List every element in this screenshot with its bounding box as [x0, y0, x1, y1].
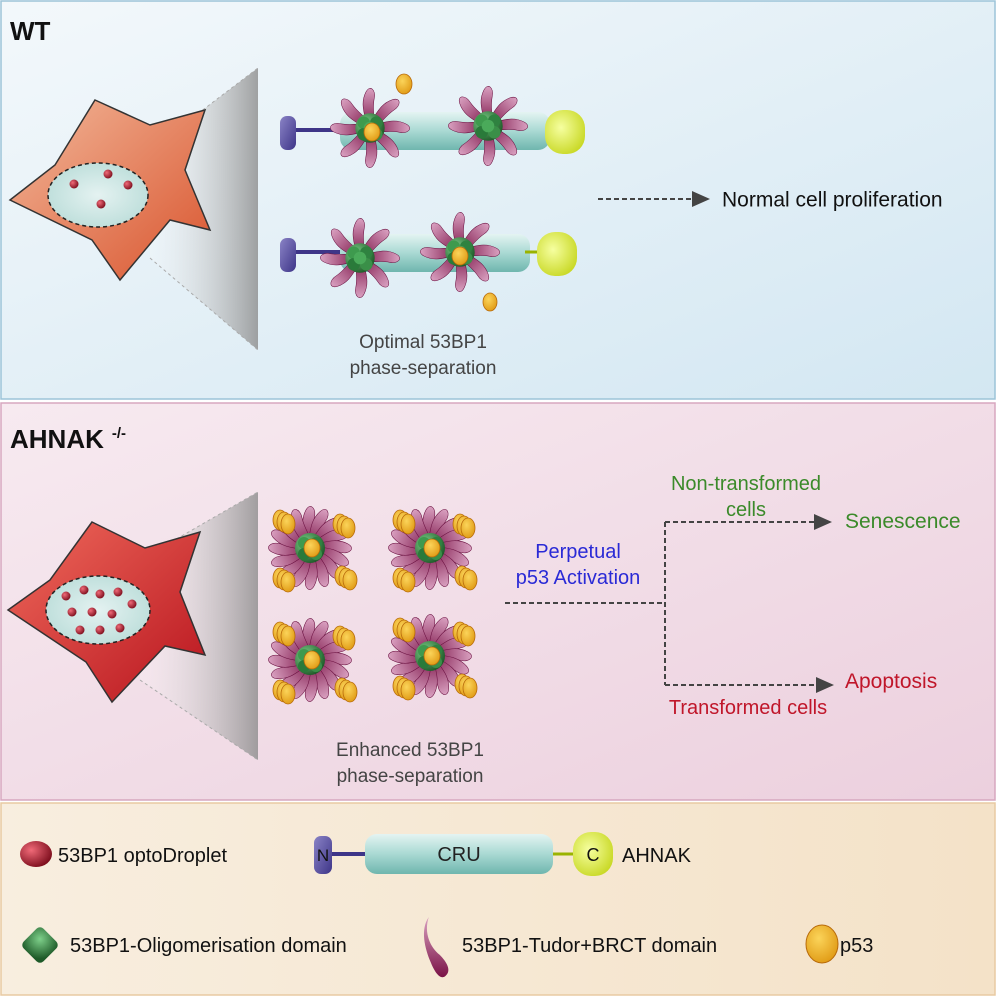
legend-cru: CRU — [437, 844, 480, 866]
apoptosis-outcome: Apoptosis — [845, 670, 937, 693]
legend-oligomerisation: 53BP1-Oligomerisation domain — [70, 935, 347, 957]
c-terminus-icon — [537, 232, 577, 276]
wt-cell — [8, 67, 259, 351]
wt-caption-line1: Optimal 53BP1 — [359, 332, 487, 353]
cru-legend-icon — [365, 834, 553, 874]
non-transformed-line2: cells — [726, 499, 766, 521]
droplet — [96, 199, 106, 209]
wt-outcome: Normal cell proliferation — [722, 189, 943, 212]
c-terminus-legend-icon — [573, 832, 613, 876]
oligomerisation-legend-icon — [22, 927, 58, 963]
transformed-cells-label: Transformed cells — [669, 697, 827, 719]
ko-branch-arrows — [505, 514, 834, 693]
senescence-outcome: Senescence — [845, 510, 961, 533]
droplet — [69, 179, 79, 189]
legend-p53: p53 — [840, 935, 873, 957]
ko-cell — [6, 491, 259, 761]
c-terminus-icon — [545, 110, 585, 154]
p53-icon — [395, 73, 413, 95]
legend-panel — [0, 802, 996, 996]
activation-line1: Perpetual — [535, 541, 621, 563]
p53-icon — [363, 122, 381, 142]
droplet-legend-icon — [20, 841, 52, 867]
ko-panel — [0, 402, 996, 801]
droplet — [103, 169, 113, 179]
wt-caption-line2: phase-separation — [350, 358, 497, 379]
activation-line2: p53 Activation — [516, 567, 641, 589]
p53-legend-icon — [805, 924, 839, 964]
wt-nucleus — [47, 162, 149, 228]
non-transformed-line1: Non-transformed — [671, 473, 821, 495]
n-terminus-legend-icon — [314, 836, 332, 874]
p53-icon — [451, 246, 469, 266]
legend-n: N — [317, 846, 329, 865]
ko-caption-line2: phase-separation — [337, 766, 484, 787]
legend-c: C — [587, 845, 600, 865]
p53-icon — [482, 292, 498, 312]
droplet — [123, 180, 133, 190]
legend-tudor-brct: 53BP1-Tudor+BRCT domain — [462, 935, 717, 957]
ko-title: AHNAK-/- — [10, 424, 126, 454]
wt-ahnak-molecule-1 — [280, 73, 585, 168]
tudor-brct-legend-icon — [423, 917, 449, 978]
ko-caption-line1: Enhanced 53BP1 — [336, 740, 484, 761]
wt-ahnak-molecule-2 — [280, 212, 577, 312]
n-terminus-icon — [280, 116, 296, 150]
n-terminus-icon — [280, 238, 296, 272]
legend-droplet: 53BP1 optoDroplet — [58, 845, 227, 867]
wt-title: WT — [10, 16, 51, 46]
legend-ahnak: AHNAK — [622, 845, 692, 867]
